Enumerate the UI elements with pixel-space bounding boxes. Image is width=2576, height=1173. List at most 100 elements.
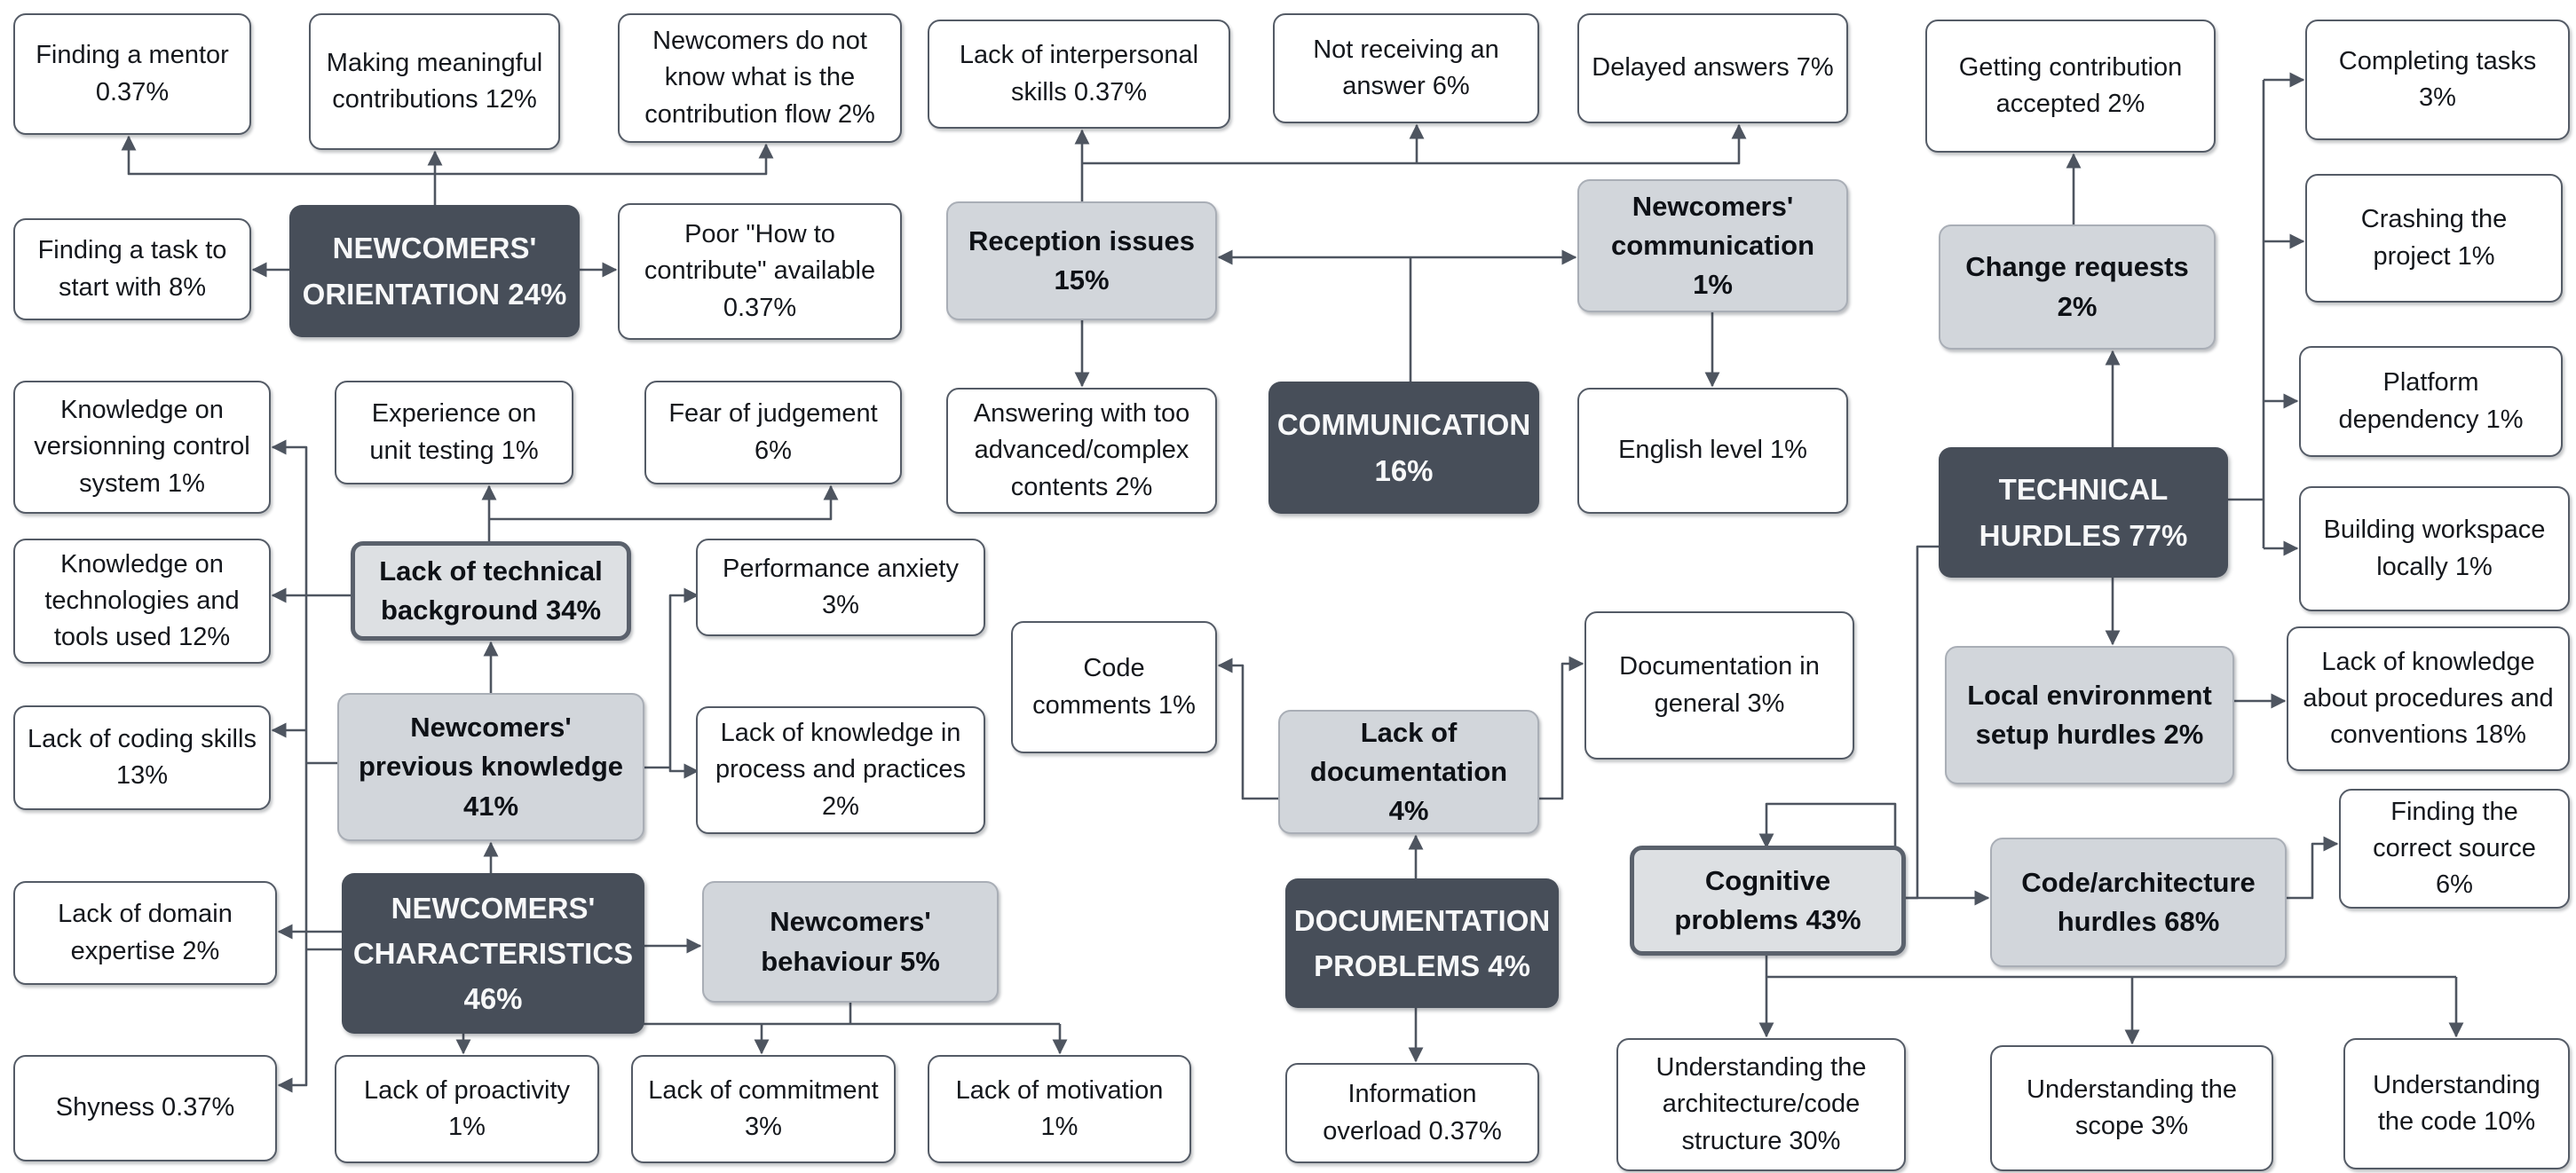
node-local-environment: Local environment setup hurdles 2% bbox=[1945, 646, 2234, 784]
node-poor-how-to-contribute: Poor "How to contribute" available 0.37% bbox=[618, 203, 902, 340]
connector bbox=[2287, 836, 2339, 900]
connector bbox=[1539, 656, 1584, 800]
node-label: Newcomers' communication 1% bbox=[1610, 190, 1815, 301]
node-communication: COMMUNICATION 16% bbox=[1268, 382, 1539, 514]
node-label: Newcomers' previous knowledge 41% bbox=[358, 712, 623, 822]
node-label: Knowledge on versionning control system … bbox=[34, 396, 250, 498]
node-finding-a-mentor: Finding a mentor 0.37% bbox=[13, 13, 251, 135]
node-understanding-architecture: Understanding the architecture/code stru… bbox=[1616, 1038, 1906, 1171]
node-newcomers-previous-knowledge: Newcomers' previous knowledge 41% bbox=[337, 693, 644, 841]
node-label: Newcomers' behaviour 5% bbox=[761, 906, 940, 977]
node-knowledge-versionning: Knowledge on versionning control system … bbox=[13, 381, 271, 514]
node-label: Lack of knowledge in process and practic… bbox=[715, 719, 967, 821]
node-lack-interpersonal: Lack of interpersonal skills 0.37% bbox=[928, 20, 1230, 129]
node-lack-documentation: Lack of documentation 4% bbox=[1278, 710, 1539, 834]
node-label: Lack of documentation 4% bbox=[1309, 716, 1508, 827]
node-label: Building workspace locally 1% bbox=[2323, 516, 2546, 581]
node-label: Knowledge on technologies and tools used… bbox=[44, 549, 240, 652]
node-label: Finding the correct source 6% bbox=[2373, 797, 2536, 900]
node-label: Fear of judgement 6% bbox=[668, 399, 878, 465]
node-label: Cognitive problems 43% bbox=[1674, 864, 1861, 935]
node-english-level: English level 1% bbox=[1577, 388, 1848, 514]
node-label: Getting contribution accepted 2% bbox=[1958, 52, 2183, 118]
node-experience-unit-testing: Experience on unit testing 1% bbox=[335, 381, 573, 484]
connector bbox=[668, 587, 699, 779]
node-shyness: Shyness 0.37% bbox=[13, 1055, 277, 1161]
node-getting-contribution: Getting contribution accepted 2% bbox=[1925, 20, 2216, 153]
node-lack-coding-skills: Lack of coding skills 13% bbox=[13, 705, 271, 810]
node-label: Reception issues 15% bbox=[968, 224, 1195, 295]
connector bbox=[271, 439, 308, 1093]
node-information-overload: Information overload 0.37% bbox=[1285, 1063, 1539, 1163]
node-label: Information overload 0.37% bbox=[1323, 1080, 1502, 1145]
node-label: Local environment setup hurdles 2% bbox=[1967, 679, 2212, 750]
node-label: Answering with too advanced/complex cont… bbox=[973, 399, 1190, 501]
node-label: Lack of proactivity 1% bbox=[363, 1075, 571, 1141]
node-understanding-code: Understanding the code 10% bbox=[2343, 1038, 2570, 1169]
node-label: Lack of knowledge about procedures and c… bbox=[2303, 647, 2554, 750]
node-finding-correct-source: Finding the correct source 6% bbox=[2339, 789, 2570, 909]
node-label: Not receiving an answer 6% bbox=[1313, 35, 1499, 100]
connector bbox=[1082, 123, 1747, 165]
node-delayed-answers: Delayed answers 7% bbox=[1577, 13, 1848, 123]
node-newcomers-do-not-know: Newcomers do not know what is the contri… bbox=[618, 13, 902, 143]
node-lack-technical-background: Lack of technical background 34% bbox=[351, 541, 631, 641]
node-label: TECHNICAL HURDLES 77% bbox=[1979, 473, 2188, 552]
node-label: Making meaningful contributions 12% bbox=[326, 48, 543, 114]
node-label: Finding a task to start with 8% bbox=[37, 236, 227, 302]
node-technical-hurdles: TECHNICAL HURDLES 77% bbox=[1939, 447, 2228, 578]
node-code-architecture-hurdles: Code/architecture hurdles 68% bbox=[1990, 838, 2287, 967]
node-not-receiving-answer: Not receiving an answer 6% bbox=[1273, 13, 1539, 123]
node-lack-motivation: Lack of motivation 1% bbox=[928, 1055, 1191, 1163]
node-change-requests: Change requests 2% bbox=[1939, 224, 2216, 350]
node-documentation-general: Documentation in general 3% bbox=[1584, 611, 1854, 760]
node-label: Documentation in general 3% bbox=[1619, 652, 1820, 718]
node-newcomers-behaviour: Newcomers' behaviour 5% bbox=[702, 881, 999, 1003]
node-lack-commitment: Lack of commitment 3% bbox=[631, 1055, 896, 1163]
node-completing-tasks: Completing tasks 3% bbox=[2305, 20, 2570, 140]
node-making-meaningful: Making meaningful contributions 12% bbox=[309, 13, 560, 150]
node-crashing-project: Crashing the project 1% bbox=[2305, 174, 2563, 303]
connector bbox=[1758, 802, 1990, 906]
node-label: Experience on unit testing 1% bbox=[369, 399, 539, 465]
node-label: Lack of technical background 34% bbox=[379, 555, 603, 626]
node-label: Lack of domain expertise 2% bbox=[58, 900, 233, 965]
connector bbox=[121, 135, 774, 176]
node-lack-knowledge-procedures: Lack of knowledge about procedures and c… bbox=[2287, 626, 2570, 771]
node-label: Crashing the project 1% bbox=[2360, 205, 2508, 271]
node-label: Finding a mentor 0.37% bbox=[36, 41, 229, 106]
node-label: Poor "How to contribute" available 0.37% bbox=[644, 220, 876, 322]
node-knowledge-technologies: Knowledge on technologies and tools used… bbox=[13, 539, 271, 664]
node-label: Delayed answers 7% bbox=[1592, 53, 1834, 83]
node-label: Lack of interpersonal skills 0.37% bbox=[959, 41, 1199, 106]
node-lack-domain-expertise: Lack of domain expertise 2% bbox=[13, 881, 277, 985]
node-label: Performance anxiety 3% bbox=[723, 554, 959, 619]
connector bbox=[489, 484, 839, 521]
node-label: NEWCOMERS' CHARACTERISTICS 46% bbox=[352, 891, 634, 1016]
node-cognitive-problems: Cognitive problems 43% bbox=[1630, 846, 1906, 956]
node-reception-issues: Reception issues 15% bbox=[946, 201, 1217, 320]
node-label: Lack of motivation 1% bbox=[955, 1075, 1164, 1141]
node-newcomers-orientation: NEWCOMERS' ORIENTATION 24% bbox=[289, 205, 580, 337]
node-label: English level 1% bbox=[1618, 436, 1807, 465]
node-label: Understanding the scope 3% bbox=[2027, 1075, 2237, 1140]
node-label: NEWCOMERS' ORIENTATION 24% bbox=[302, 232, 567, 311]
node-newcomers-characteristics: NEWCOMERS' CHARACTERISTICS 46% bbox=[342, 873, 644, 1034]
node-documentation-problems: DOCUMENTATION PROBLEMS 4% bbox=[1285, 878, 1559, 1008]
node-label: Understanding the architecture/code stru… bbox=[1655, 1053, 1867, 1155]
node-label: Newcomers do not know what is the contri… bbox=[644, 27, 875, 129]
connector bbox=[1217, 657, 1278, 800]
node-lack-knowledge-process: Lack of knowledge in process and practic… bbox=[696, 706, 985, 834]
node-fear-of-judgement: Fear of judgement 6% bbox=[644, 381, 902, 484]
node-label: Code/architecture hurdles 68% bbox=[2021, 866, 2256, 937]
node-label: Platform dependency 1% bbox=[2338, 368, 2524, 434]
node-finding-a-task: Finding a task to start with 8% bbox=[13, 218, 251, 320]
node-answering-advanced: Answering with too advanced/complex cont… bbox=[946, 388, 1217, 514]
node-label: Lack of commitment 3% bbox=[648, 1075, 879, 1141]
node-label: Understanding the code 10% bbox=[2373, 1070, 2540, 1136]
node-newcomers-communication: Newcomers' communication 1% bbox=[1577, 179, 1848, 312]
node-label: Lack of coding skills 13% bbox=[28, 724, 257, 790]
node-building-workspace: Building workspace locally 1% bbox=[2299, 486, 2570, 611]
